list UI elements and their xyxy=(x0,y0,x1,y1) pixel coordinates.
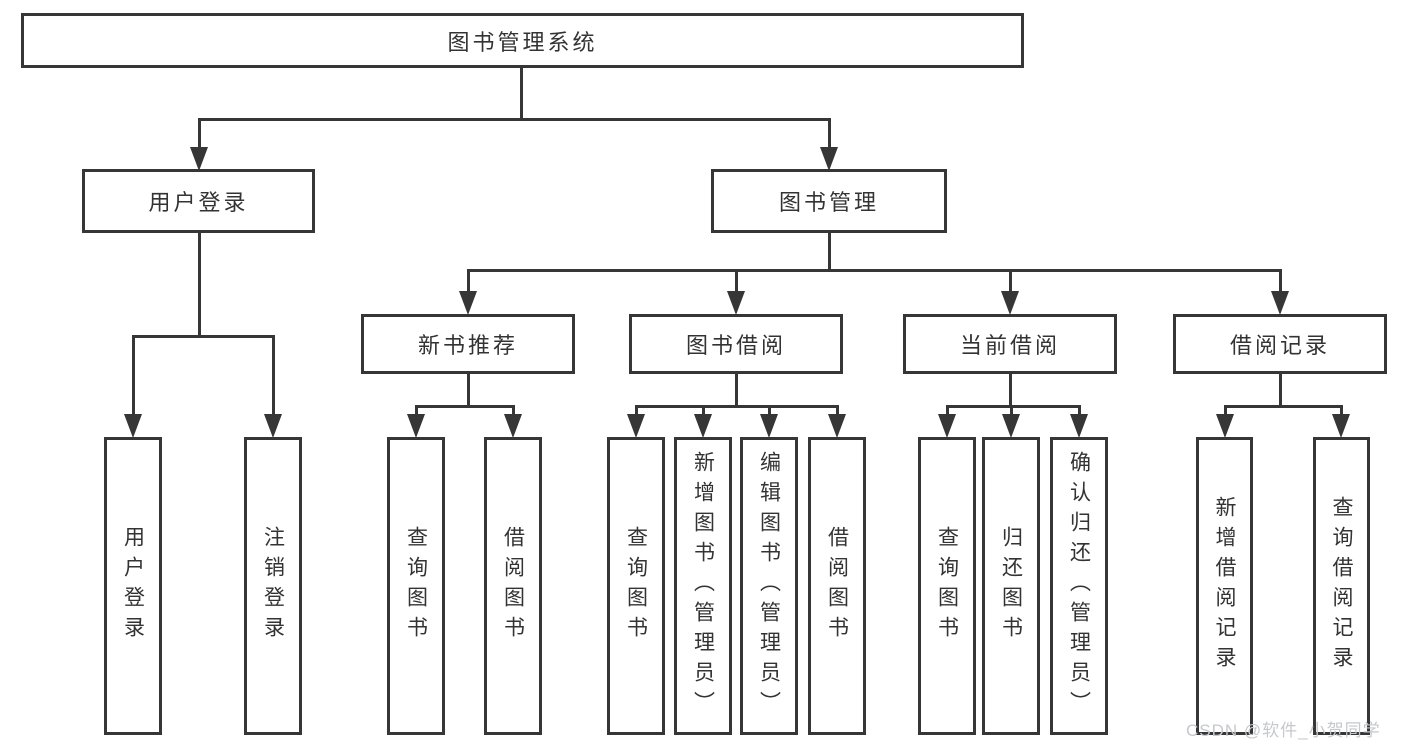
connector-line xyxy=(198,118,201,152)
node-root: 图书管理系统 xyxy=(21,13,1024,68)
arrowhead-down-icon xyxy=(760,414,778,438)
arrowhead-down-icon xyxy=(1002,414,1020,438)
leaf-borrow-books-borrowing: 借阅图书 xyxy=(808,437,866,735)
leaf-logout: 注销登录 xyxy=(244,437,302,735)
leaf-add-borrow-record: 新增借阅记录 xyxy=(1196,437,1253,735)
arrowhead-down-icon xyxy=(264,414,282,438)
leaf-query-borrow-record: 查询借阅记录 xyxy=(1313,437,1370,735)
node-new-book-recommendation: 新书推荐 xyxy=(361,314,575,374)
connector-line xyxy=(735,269,738,295)
connector-line xyxy=(520,67,523,118)
connector-line xyxy=(836,405,839,419)
arrowhead-down-icon xyxy=(1332,414,1350,438)
connector-line xyxy=(946,405,949,419)
node-current-borrowing: 当前借阅 xyxy=(903,314,1117,374)
node-book-management: 图书管理 xyxy=(711,169,947,233)
connector-line xyxy=(415,405,515,408)
connector-line xyxy=(702,405,705,419)
connector-line xyxy=(735,374,738,408)
arrowhead-down-icon xyxy=(1216,414,1234,438)
csdn-watermark: CSDN @软件_小贺同学 xyxy=(1186,721,1381,740)
connector-line xyxy=(467,374,470,408)
arrowhead-down-icon xyxy=(938,414,956,438)
node-book-borrowing: 图书借阅 xyxy=(629,314,843,374)
leaf-confirm-return-admin: 确认归还（管理员） xyxy=(1050,437,1108,735)
connector-line xyxy=(198,232,201,337)
arrowhead-down-icon xyxy=(124,414,142,438)
arrowhead-down-icon xyxy=(828,414,846,438)
arrowhead-down-icon xyxy=(627,414,645,438)
arrowhead-down-icon xyxy=(820,147,838,171)
connector-line xyxy=(1224,405,1343,408)
connector-line xyxy=(467,269,1282,272)
connector-line xyxy=(828,232,831,272)
arrowhead-down-icon xyxy=(504,414,522,438)
connector-line xyxy=(198,118,830,121)
leaf-add-book-admin: 新增图书（管理员） xyxy=(674,437,732,735)
connector-line xyxy=(1340,405,1343,419)
arrowhead-down-icon xyxy=(407,414,425,438)
connector-line xyxy=(635,405,638,419)
connector-line xyxy=(1224,405,1227,419)
leaf-query-books-borrowing: 查询图书 xyxy=(607,437,665,735)
connector-line xyxy=(467,269,470,295)
connector-line xyxy=(1009,269,1012,295)
node-borrowing-records: 借阅记录 xyxy=(1173,314,1387,374)
arrowhead-down-icon xyxy=(694,414,712,438)
connector-line xyxy=(132,335,275,338)
arrowhead-down-icon xyxy=(190,147,208,171)
connector-line xyxy=(828,118,831,152)
connector-line xyxy=(132,335,135,418)
leaf-borrow-books-recommend: 借阅图书 xyxy=(484,437,542,735)
connector-line xyxy=(1279,269,1282,295)
connector-line xyxy=(272,335,275,418)
arrowhead-down-icon xyxy=(727,291,745,315)
connector-line xyxy=(768,405,771,419)
arrowhead-down-icon xyxy=(1001,291,1019,315)
connector-line xyxy=(1010,405,1013,419)
connector-line xyxy=(1009,374,1012,408)
arrowhead-down-icon xyxy=(459,291,477,315)
connector-line xyxy=(1078,405,1081,419)
connector-line xyxy=(1279,374,1282,408)
connector-line xyxy=(512,405,515,419)
arrowhead-down-icon xyxy=(1271,291,1289,315)
leaf-query-books-recommend: 查询图书 xyxy=(387,437,445,735)
leaf-user-login: 用户登录 xyxy=(104,437,162,735)
arrowhead-down-icon xyxy=(1070,414,1088,438)
leaf-edit-book-admin: 编辑图书（管理员） xyxy=(740,437,798,735)
leaf-query-books-current: 查询图书 xyxy=(918,437,976,735)
connector-line xyxy=(946,405,1081,408)
node-user-login: 用户登录 xyxy=(82,169,315,233)
connector-line xyxy=(415,405,418,419)
connector-line xyxy=(635,405,839,408)
leaf-return-books: 归还图书 xyxy=(982,437,1040,735)
